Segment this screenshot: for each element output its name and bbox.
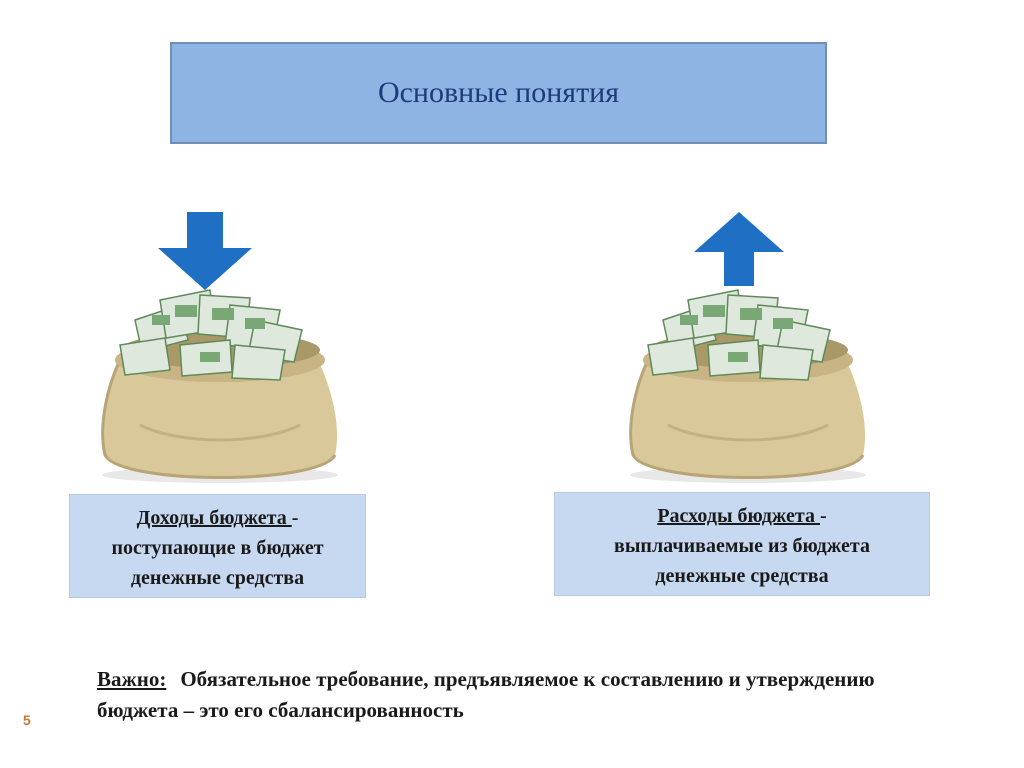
money-bag-income: [80, 210, 355, 490]
income-term: Доходы бюджета: [136, 507, 292, 529]
income-dash: -: [291, 507, 299, 529]
money-bag-expenses: [608, 210, 883, 490]
money-bag-icon: [101, 289, 338, 483]
slide-title: Основные понятия: [377, 76, 620, 109]
expenses-dash: -: [820, 505, 827, 527]
expenses-definition-box: Расходы бюджета - выплачиваемые из бюдже…: [554, 492, 930, 596]
page-number: 5: [23, 712, 31, 728]
income-term-line: Доходы бюджета -: [70, 503, 365, 533]
arrow-up-icon: [694, 212, 784, 286]
arrow-down-icon: [158, 212, 252, 290]
expenses-term-line: Расходы бюджета -: [555, 501, 929, 531]
income-definition-box: Доходы бюджета - поступающие в бюджет де…: [69, 494, 366, 598]
important-text: Обязательное требование, предъявляемое к…: [97, 667, 875, 722]
income-description-line2: денежные средства: [130, 567, 305, 589]
money-bag-icon: [629, 289, 866, 483]
income-description-line1: поступающие в бюджет: [111, 537, 324, 559]
important-label: Важно:: [97, 667, 167, 691]
expenses-description-line1: выплачиваемые из бюджета: [614, 535, 870, 557]
expenses-description-line2: денежные средства: [655, 565, 829, 587]
expenses-term: Расходы бюджета: [657, 505, 820, 527]
important-note: Важно:Обязательное требование, предъявля…: [97, 664, 917, 726]
slide-title-box: Основные понятия: [170, 42, 827, 144]
